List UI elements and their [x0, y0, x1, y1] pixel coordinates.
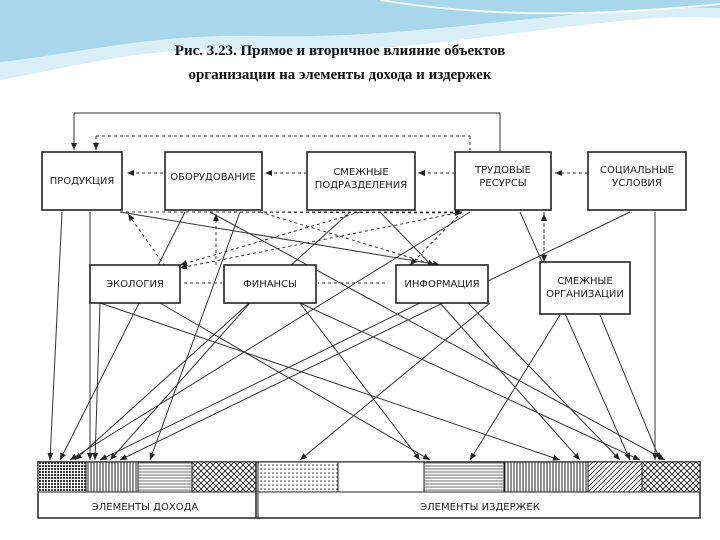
node-label: ОБОРУДОВАНИЕ [170, 172, 255, 183]
decorative-wave-header [0, 0, 720, 80]
figure-title-line-2: организации на элементы дохода и издерже… [188, 67, 492, 83]
node-trudovye-resursy: ТРУДОВЫЕ РЕСУРСЫ [454, 151, 552, 211]
node-oborudovanie: ОБОРУДОВАНИЕ [164, 151, 263, 211]
node-smezhnye-organizacii: СМЕЖНЫЕ ОРГАНИЗАЦИИ [539, 261, 631, 315]
node-label: СОЦИАЛЬНЫЕ [600, 165, 674, 176]
top-row-links [127, 170, 588, 284]
impact-arrows [47, 211, 666, 461]
node-label: СМЕЖНЫЕ [557, 276, 612, 287]
node-produkciya: ПРОДУКЦИЯ [41, 151, 123, 211]
node-label: ТРУДОВЫЕ [474, 165, 531, 176]
costs-label: ЭЛЕМЕНТЫ ИЗДЕРЖЕК [420, 502, 540, 513]
node-label: ЭКОЛОГИЯ [106, 279, 164, 290]
elements-bar: ЭЛЕМЕНТЫ ДОХОДА ЭЛЕМЕНТЫ ИЗДЕРЖЕК [37, 461, 701, 519]
cross-links [119, 209, 547, 270]
node-smezhnye-podrazdeleniya: СМЕЖНЫЕ ПОДРАЗДЕЛЕНИЯ [306, 151, 416, 211]
node-label: ПОДРАЗДЕЛЕНИЯ [315, 180, 407, 191]
node-label: ПРОДУКЦИЯ [50, 176, 115, 187]
node-socialnye-usloviya: СОЦИАЛЬНЫЕ УСЛОВИЯ [587, 151, 687, 211]
node-label: РЕСУРСЫ [479, 178, 526, 189]
node-label: УСЛОВИЯ [612, 178, 662, 189]
node-label: ОРГАНИЗАЦИИ [546, 289, 624, 300]
node-label: ИНФОРМАЦИЯ [404, 279, 479, 290]
feedback-loop [71, 112, 501, 152]
node-label: ФИНАНСЫ [243, 279, 297, 290]
income-label: ЭЛЕМЕНТЫ ДОХОДА [92, 502, 199, 513]
node-ekologiya: ЭКОЛОГИЯ [89, 264, 181, 304]
figure-title-line-1: Рис. 3.23. Прямое и вторичное влияние об… [174, 43, 506, 59]
node-informaciya: ИНФОРМАЦИЯ [395, 264, 489, 304]
node-finansy: ФИНАНСЫ [223, 264, 317, 304]
node-label: СМЕЖНЫЕ [333, 167, 388, 178]
